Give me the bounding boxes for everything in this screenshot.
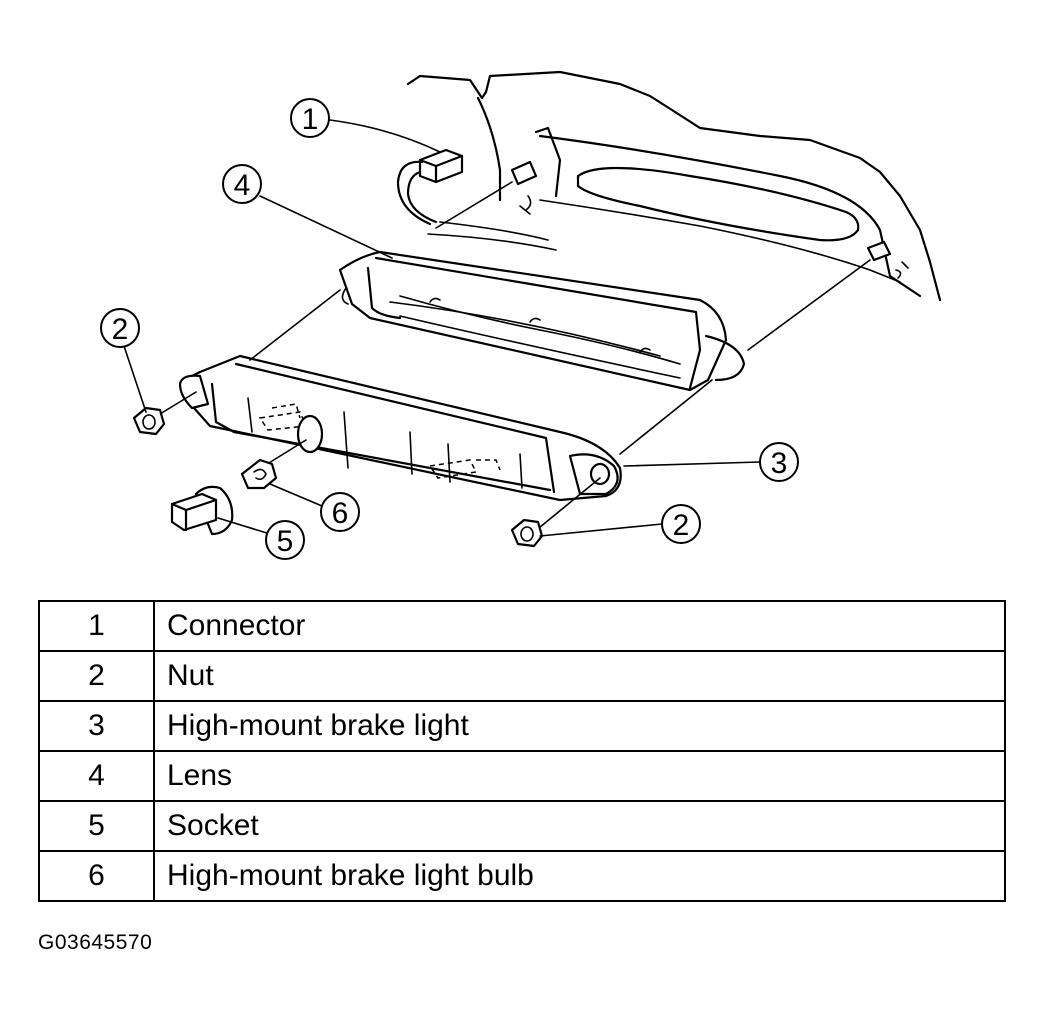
callout-1: 1 xyxy=(290,98,330,138)
legend-label: Connector xyxy=(153,600,1006,652)
callout-5: 5 xyxy=(265,520,305,560)
callout-4: 4 xyxy=(222,164,262,204)
legend-row: 6 High-mount brake light bulb xyxy=(38,850,1006,902)
legend-table: 1 Connector 2 Nut 3 High-mount brake lig… xyxy=(38,600,1006,902)
callout-2a: 2 xyxy=(100,308,140,348)
body-panel xyxy=(406,70,942,302)
legend-number: 1 xyxy=(38,600,155,652)
lens xyxy=(338,221,746,392)
legend-number: 5 xyxy=(38,800,155,852)
svg-text:6: 6 xyxy=(332,497,349,530)
legend-label: Socket xyxy=(153,800,1006,852)
legend-number: 4 xyxy=(38,750,155,802)
legend-label: High-mount brake light bulb xyxy=(153,850,1006,902)
callout-2b: 2 xyxy=(661,504,701,544)
assembly-guide-lines xyxy=(159,181,871,533)
legend-label: High-mount brake light xyxy=(153,700,1006,752)
svg-text:1: 1 xyxy=(302,103,319,136)
legend-number: 2 xyxy=(38,650,155,702)
legend-row: 3 High-mount brake light xyxy=(38,700,1006,752)
legend-row: 2 Nut xyxy=(38,650,1006,702)
legend-row: 5 Socket xyxy=(38,800,1006,852)
legend-label: Nut xyxy=(153,650,1006,702)
svg-text:5: 5 xyxy=(277,525,294,558)
svg-text:2: 2 xyxy=(673,509,690,542)
callout-6: 6 xyxy=(320,492,360,532)
nut-right xyxy=(510,518,544,548)
svg-text:4: 4 xyxy=(234,169,251,202)
legend-number: 6 xyxy=(38,850,155,902)
svg-text:2: 2 xyxy=(112,313,129,346)
legend-row: 4 Lens xyxy=(38,750,1006,802)
brake-light-bulb xyxy=(240,458,278,490)
figure-id: G03645570 xyxy=(38,931,153,954)
brake-light-housing xyxy=(178,354,622,502)
connector xyxy=(396,148,464,226)
legend-label: Lens xyxy=(153,750,1006,802)
leader-lines xyxy=(123,119,761,537)
svg-text:3: 3 xyxy=(771,447,788,480)
socket xyxy=(170,485,234,536)
legend-row: 1 Connector xyxy=(38,600,1006,652)
nut-left xyxy=(132,406,166,436)
legend-number: 3 xyxy=(38,700,155,752)
callout-3: 3 xyxy=(759,442,799,482)
exploded-view-diagram: 1 2 2 3 4 5 6 xyxy=(100,70,942,560)
